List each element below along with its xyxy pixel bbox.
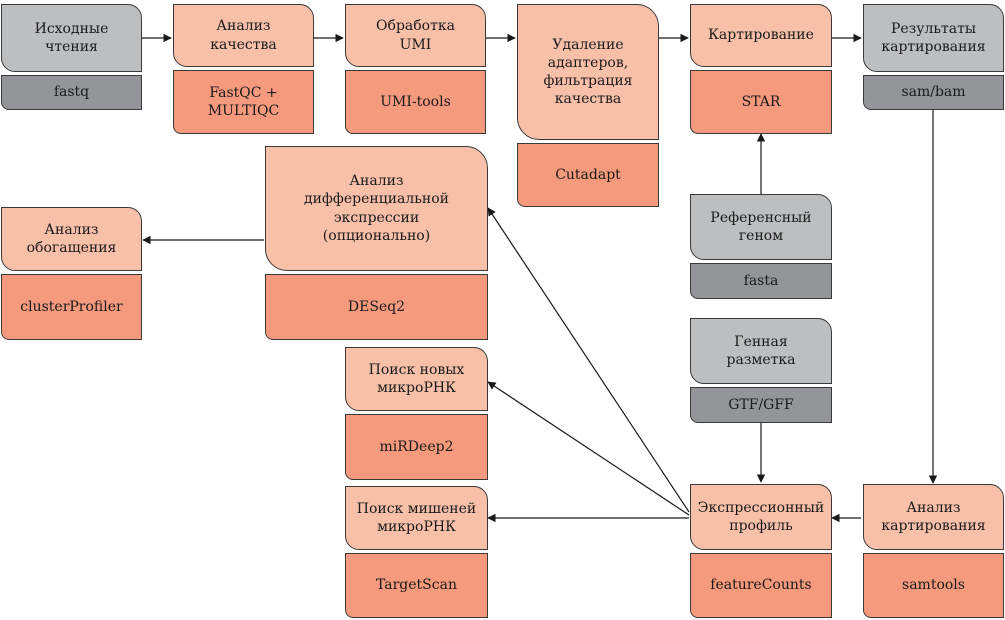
node-adapter-trimming: Удаление адаптеров, фильтрация качества … [517,4,659,207]
node-title: Результаты картирования [863,4,1004,72]
node-title: Поиск мишеней микроРНК [345,486,488,550]
node-tool: UMI-tools [345,70,486,134]
node-mapping-analysis: Анализ картирования samtools [863,484,1004,618]
node-reference-genome: Референсный геном fasta [690,194,832,299]
arrow-expression-to-novel [487,381,690,516]
node-title: Анализ картирования [863,484,1004,550]
node-title: Анализ качества [173,4,314,67]
arrow-expression-to-diffexpr [487,207,690,513]
node-tool: GTF/GFF [690,387,832,423]
node-title: Генная разметка [690,318,832,384]
node-tool: samtools [863,553,1004,618]
node-tool: clusterProfiler [1,274,142,340]
node-tool: fasta [690,263,832,299]
node-tool: TargetScan [345,553,488,618]
node-tool: Cutadapt [517,143,659,207]
node-mirna-targets: Поиск мишеней микроРНК TargetScan [345,486,488,618]
node-tool: sam/bam [863,75,1004,110]
node-tool: DESeq2 [265,274,488,340]
node-title: Референсный геном [690,194,832,260]
node-mapping-results: Результаты картирования sam/bam [863,4,1004,110]
node-mapping: Картирование STAR [690,4,832,134]
node-title: Удаление адаптеров, фильтрация качества [517,4,659,140]
node-raw-reads: Исходные чтения fastq [1,4,142,110]
node-title: Анализ дифференциальной экспрессии (опци… [265,146,488,271]
node-title: Анализ обогащения [1,207,142,271]
node-tool: featureCounts [690,553,832,618]
node-enrichment-analysis: Анализ обогащения clusterProfiler [1,207,142,340]
node-tool: fastq [1,75,142,110]
node-tool: STAR [690,70,832,134]
node-expression-profile: Экспрессионный профиль featureCounts [690,484,832,618]
node-title: Экспрессионный профиль [690,484,832,550]
node-title: Поиск новых микроРНК [345,347,488,411]
node-title: Картирование [690,4,832,67]
node-tool: miRDeep2 [345,414,488,480]
node-quality-analysis: Анализ качества FastQC + MULTIQC [173,4,314,134]
node-title: Обработка UMI [345,4,486,67]
node-differential-expression: Анализ дифференциальной экспрессии (опци… [265,146,488,340]
node-novel-mirna: Поиск новых микроРНК miRDeep2 [345,347,488,480]
node-tool: FastQC + MULTIQC [173,70,314,134]
node-title: Исходные чтения [1,4,142,72]
node-gene-annotation: Генная разметка GTF/GFF [690,318,832,423]
node-umi-processing: Обработка UMI UMI-tools [345,4,486,134]
